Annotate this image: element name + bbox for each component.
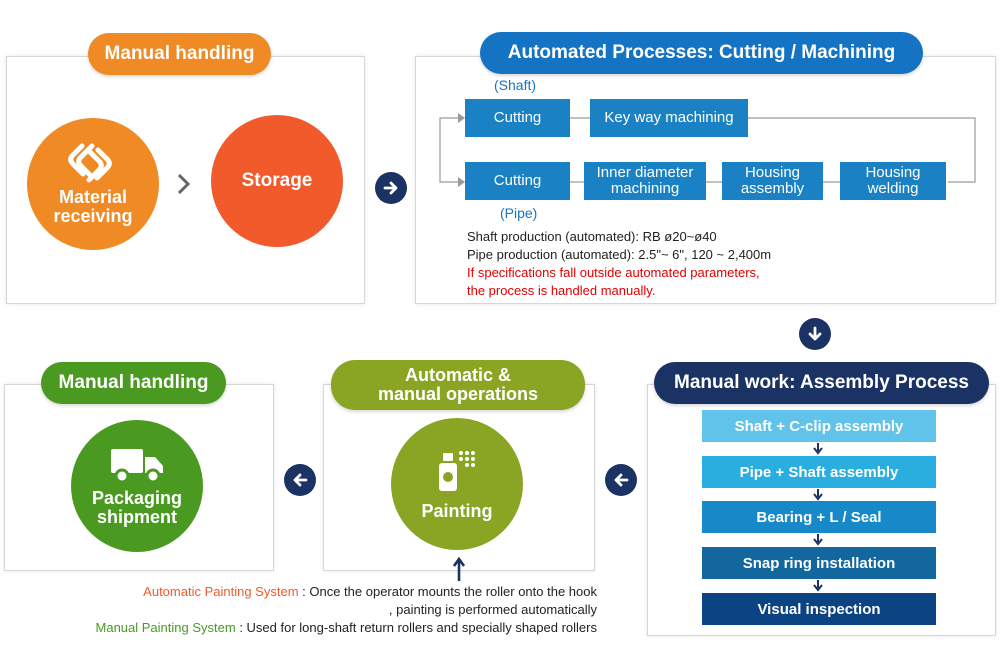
delivery-truck-icon <box>111 449 163 484</box>
flow-arrow-right <box>375 172 407 204</box>
manual-handling-title: Manual handling <box>88 33 271 75</box>
automated-processes-title: Automated Processes: Cutting / Machining <box>480 32 923 74</box>
chevron-right-icon <box>177 173 191 195</box>
packaging-title: Manual handling <box>41 362 226 404</box>
material-receiving-icon <box>68 143 112 183</box>
spray-can-icon <box>439 450 475 491</box>
process-loop-connector <box>439 113 976 187</box>
housing-assembly: Housing assembly <box>722 162 823 200</box>
arrow-down-icon <box>813 489 823 501</box>
packaging-circle: Packaging shipment <box>71 420 203 552</box>
arrow-down-icon <box>813 580 823 592</box>
storage-label: Storage <box>241 170 313 191</box>
shaft-label: (Shaft) <box>494 77 537 93</box>
manual-painting-text: : Used for long-shaft return rollers and… <box>235 620 597 635</box>
packaging-label: Packaging shipment <box>91 488 183 527</box>
auto-painting-label: Automatic Painting System <box>143 584 299 599</box>
key-way-machining: Key way machining <box>590 99 748 137</box>
arrow-down-icon <box>813 443 823 455</box>
storage-circle: Storage <box>211 115 343 247</box>
auto-painting-note-2: , painting is performed automatically <box>388 602 597 617</box>
auto-painting-note: Automatic Painting System : Once the ope… <box>143 584 597 599</box>
assembly-step-2: Pipe + Shaft assembly <box>702 456 936 488</box>
arrow-up-icon <box>452 556 466 581</box>
flow-arrow-down <box>799 318 831 350</box>
painting-title-line2: manual operations <box>377 384 539 404</box>
housing-welding: Housing welding <box>840 162 946 200</box>
pipe-production-note: Pipe production (automated): 2.5"~ 6", 1… <box>467 247 772 262</box>
arrow-left-icon <box>614 473 629 487</box>
painting-title-line1: Automatic & <box>404 365 511 386</box>
manual-painting-label: Manual Painting System <box>95 620 236 635</box>
arrow-right-icon <box>383 181 398 195</box>
assembly-step-5: Visual inspection <box>702 593 936 625</box>
assembly-step-1: Shaft + C-clip assembly <box>702 410 936 442</box>
arrow-down-icon <box>808 326 822 341</box>
inner-diameter-machining: Inner diameter machining <box>584 162 706 200</box>
arrow-down-icon <box>813 534 823 546</box>
manual-painting-note: Manual Painting System : Used for long-s… <box>96 620 597 635</box>
painting-label: Painting <box>421 500 493 521</box>
auto-painting-text: : Once the operator mounts the roller on… <box>298 584 597 599</box>
assembly-step-3: Bearing + L / Seal <box>702 501 936 533</box>
painting-title: Automatic & manual operations <box>331 360 585 410</box>
painting-circle: Painting <box>391 418 523 550</box>
shaft-production-note: Shaft production (automated): RB ø20~ø40 <box>467 229 717 244</box>
shaft-cutting: Cutting <box>465 99 570 137</box>
arrow-left-icon <box>293 473 308 487</box>
assembly-process-title: Manual work: Assembly Process <box>654 362 989 404</box>
material-receiving-circle: Material receiving <box>27 118 159 250</box>
flow-arrow-left-1 <box>605 464 637 496</box>
material-receiving-label: Material receiving <box>53 187 133 226</box>
pipe-label: (Pipe) <box>500 205 538 221</box>
pipe-cutting: Cutting <box>465 162 570 200</box>
manual-fallback-note-2: the process is handled manually. <box>467 283 656 298</box>
assembly-step-4: Snap ring installation <box>702 547 936 579</box>
manual-fallback-note-1: If specifications fall outside automated… <box>467 265 760 280</box>
flow-arrow-left-2 <box>284 464 316 496</box>
